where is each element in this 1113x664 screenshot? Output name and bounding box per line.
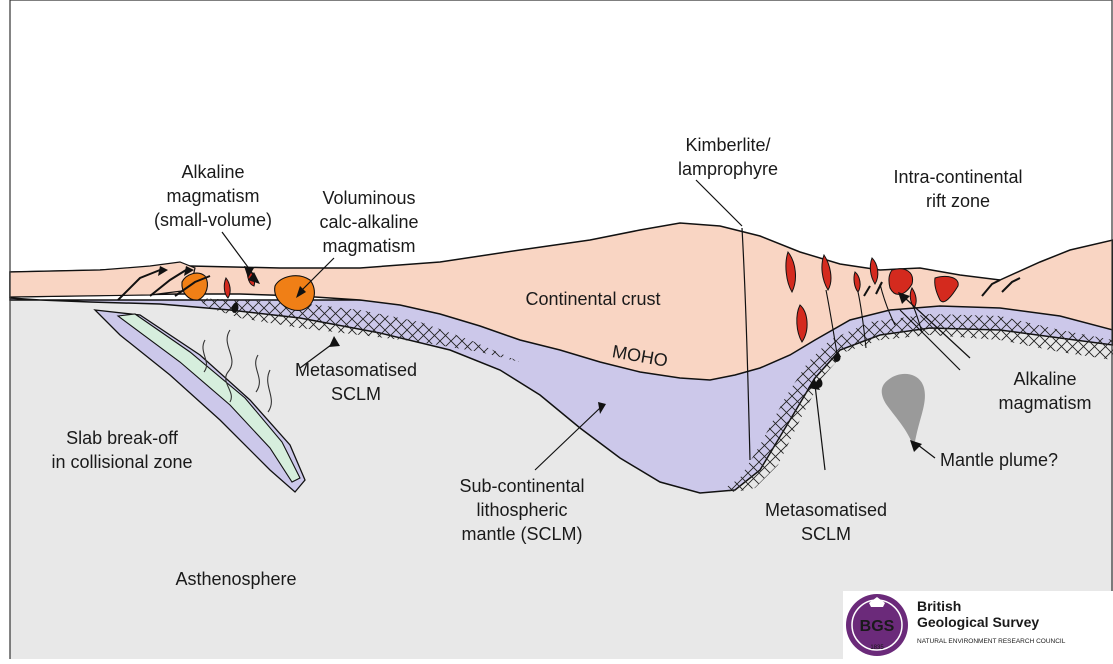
label-metasomatised-left-1: Metasomatised [295, 360, 417, 380]
label-mantle-plume: Mantle plume? [940, 450, 1058, 470]
label-alkaline-small-1: Alkaline [181, 162, 244, 182]
label-sclm-1: Sub-continental [459, 476, 584, 496]
label-rift-2: rift zone [926, 191, 990, 211]
logo-emblem-text: BGS [860, 618, 895, 635]
bgs-logo: BGS 1835 British Geological Survey NATUR… [843, 591, 1113, 659]
label-slab-2: in collisional zone [51, 452, 192, 472]
label-metasomatised-left-2: SCLM [331, 384, 381, 404]
label-kimberlite-1: Kimberlite/ [685, 135, 770, 155]
label-kimberlite-2: lamprophyre [678, 159, 778, 179]
label-alkaline-small-3: (small-volume) [154, 210, 272, 230]
label-metasomatised-right-1: Metasomatised [765, 500, 887, 520]
label-alkaline-small-2: magmatism [166, 186, 259, 206]
label-asthenosphere: Asthenosphere [175, 569, 296, 589]
label-metasomatised-right-2: SCLM [801, 524, 851, 544]
label-sclm-3: mantle (SCLM) [461, 524, 582, 544]
thrust-wedge [10, 262, 195, 297]
label-voluminous-3: magmatism [322, 236, 415, 256]
label-voluminous-2: calc-alkaline [319, 212, 418, 232]
label-alkaline-right-1: Alkaline [1013, 369, 1076, 389]
label-sclm-2: lithospheric [476, 500, 567, 520]
bgs-logo-svg: BGS 1835 British Geological Survey NATUR… [843, 591, 1113, 659]
label-slab-1: Slab break-off [66, 428, 179, 448]
logo-line2: Geological Survey [917, 614, 1039, 630]
calc-alkaline-intrusion-1 [182, 273, 207, 300]
logo-line3: NATURAL ENVIRONMENT RESEARCH COUNCIL [917, 638, 1066, 645]
label-alkaline-right-2: magmatism [998, 393, 1091, 413]
label-rift-1: Intra-continental [893, 167, 1022, 187]
logo-year: 1835 [870, 645, 884, 651]
label-voluminous-1: Voluminous [322, 188, 415, 208]
logo-line1: British [917, 598, 961, 614]
label-continental-crust: Continental crust [525, 289, 660, 309]
